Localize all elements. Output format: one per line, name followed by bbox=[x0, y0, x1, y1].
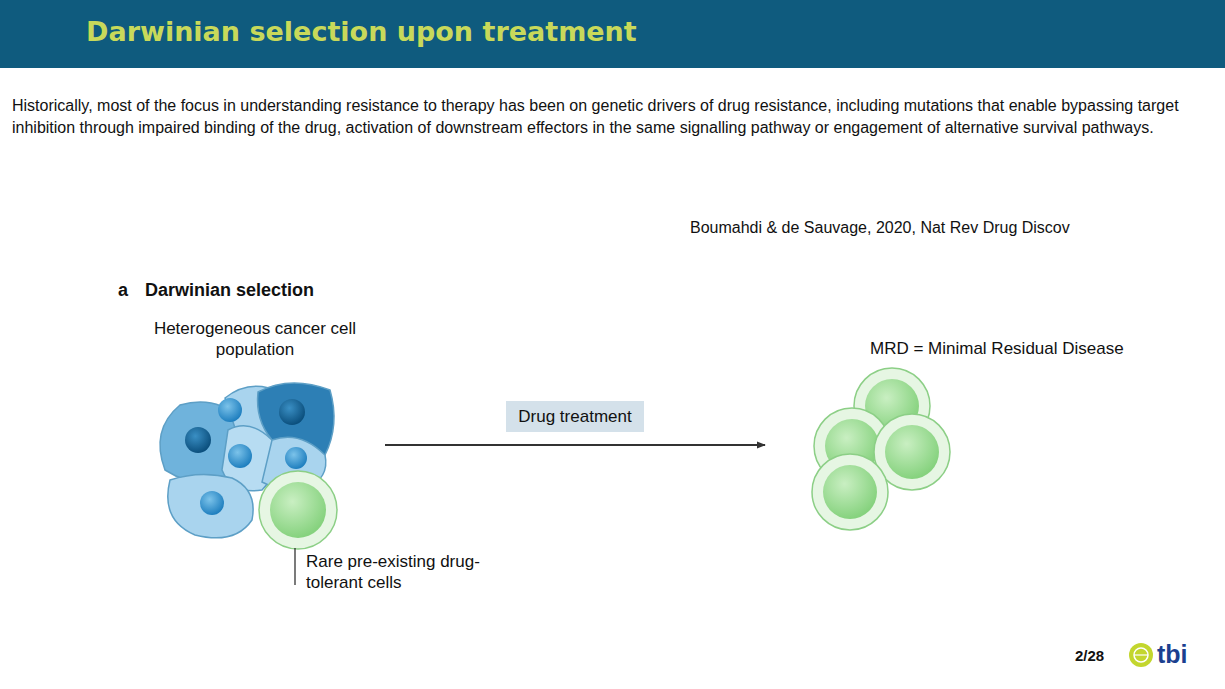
body-paragraph: Historically, most of the focus in under… bbox=[12, 95, 1212, 139]
page-number: 2/28 bbox=[1075, 646, 1104, 665]
group-heading: MRD = Minimal Residual Disease bbox=[870, 338, 1124, 359]
group-heading: Heterogeneous cancer cell population bbox=[140, 318, 370, 360]
cell-cluster bbox=[160, 383, 337, 549]
callout-label: Rare pre-existing drug-tolerant cells bbox=[306, 551, 506, 593]
cell-population-group: Heterogeneous cancer cell population bbox=[140, 318, 385, 543]
arrow-connector bbox=[385, 444, 765, 446]
logo-text: tbi bbox=[1157, 640, 1188, 669]
mrd-cell-cluster bbox=[812, 368, 950, 530]
panel-heading: Darwinian selection bbox=[145, 279, 314, 301]
residual-disease-group: MRD = Minimal Residual Disease bbox=[765, 338, 1145, 538]
treatment-label: Drug treatment bbox=[506, 401, 643, 432]
logo-icon bbox=[1129, 643, 1153, 667]
panel-letter: a bbox=[118, 279, 128, 301]
leader-line bbox=[294, 548, 295, 585]
slide-title: Darwinian selection upon treatment bbox=[86, 16, 637, 47]
citation: Boumahdi & de Sauvage, 2020, Nat Rev Dru… bbox=[690, 218, 1070, 238]
